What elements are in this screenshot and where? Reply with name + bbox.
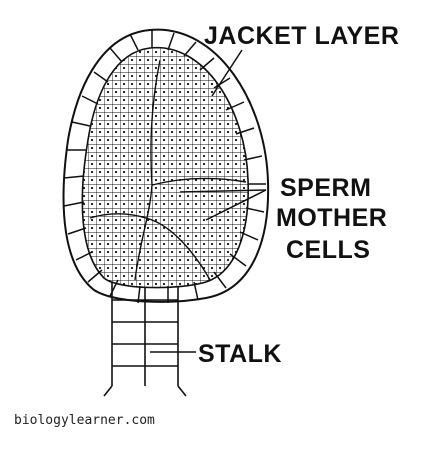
jacket-layer-label: JACKET LAYER xyxy=(204,22,399,50)
stalk-base xyxy=(104,386,186,396)
sperm-label-line2: MOTHER xyxy=(276,204,387,232)
stalk-label: STALK xyxy=(198,340,282,368)
sperm-label-line1: SPERM xyxy=(280,174,371,202)
watermark: biologylearner.com xyxy=(14,413,155,428)
sperm-label-line3: CELLS xyxy=(286,236,370,264)
sperm-mother-cells-mass xyxy=(82,48,248,288)
jacket-layer-leader xyxy=(212,50,242,96)
